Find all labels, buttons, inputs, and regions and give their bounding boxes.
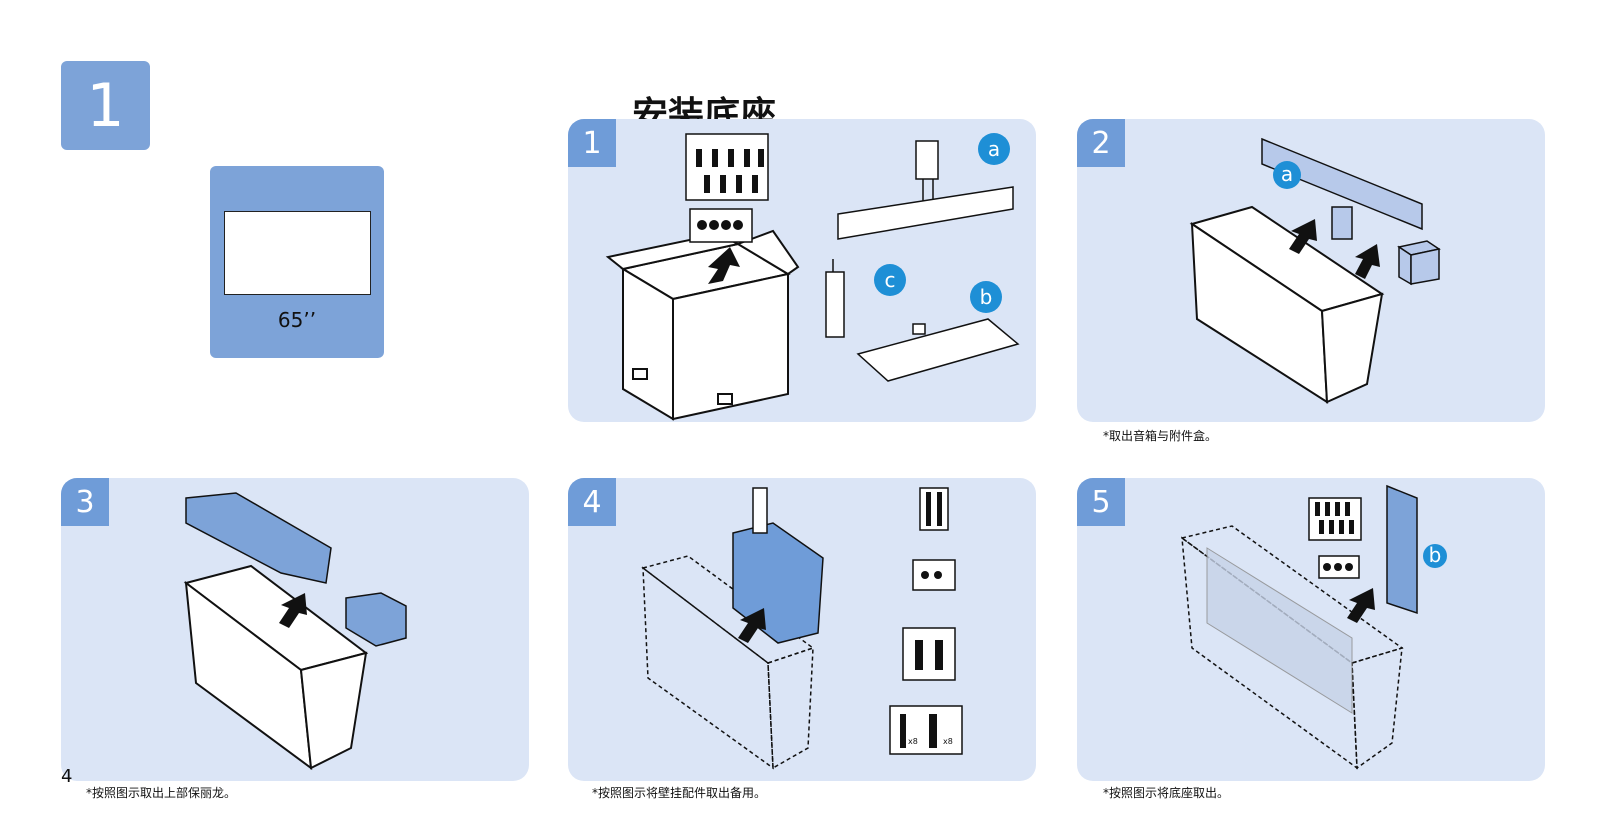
step-panel-4: 4 x8 x8 [568,478,1036,781]
part-label-a [978,133,1010,165]
step-panel-5: 5 b [1077,478,1545,781]
tv-box-icon [1189,205,1385,404]
step-panel-1: 1 a [568,119,1036,422]
tv-box-icon [183,564,369,771]
step-2-caption: *取出音箱与附件盒。 [1103,429,1218,443]
part-label-b-text: b [980,285,993,309]
packing-box-icon [605,229,800,421]
arrow-up-icon [738,608,766,643]
screws-icon [696,149,764,230]
soundbar-icon [837,140,1014,240]
step-badge-4: 4 [568,478,616,526]
foam-top-icon [185,492,332,584]
screw-count-right: x8 [943,737,953,746]
step-badge-3: 3 [61,478,109,526]
part-label-b [1423,544,1447,568]
part-label-a-text: a [988,137,1000,161]
tv-screen-icon [224,211,371,295]
arrow-up-icon [1347,588,1375,623]
step-4-caption: *按照图示将壁挂配件取出备用。 [592,786,767,800]
soundbar-icon [1261,137,1423,240]
arrow-up-icon-2 [1355,244,1380,279]
arrow-up-icon [708,247,740,284]
open-box-outline-icon [641,555,815,770]
step-4-illustration: x8 x8 [641,487,963,770]
step-badge-2: 2 [1077,119,1125,167]
step-5-caption: *按照图示将底座取出。 [1103,786,1230,800]
part-label-b-text: b [1429,543,1442,567]
step-badge-1: 1 [568,119,616,167]
part-label-c [874,264,906,296]
arrow-up-icon [279,593,307,628]
arrow-up-icon [1289,219,1317,254]
part-label-b [970,281,1002,313]
wall-mount-foam-icon [732,522,824,644]
part-label-a-text: a [1281,162,1293,186]
screws-icon [1315,502,1354,571]
screw-count-left: x8 [908,737,918,746]
tv-size-card: 65’’ [210,166,384,358]
page-number: 4 [61,766,73,787]
stand-neck-icon [825,259,845,338]
foam-side-icon [345,592,407,647]
part-label-c-text: c [885,268,896,292]
step-3-illustration [183,492,407,771]
stand-base-icon [856,318,1020,382]
tv-size-label: 65’’ [277,308,317,332]
part-label-a [1273,161,1301,189]
step-3-caption: *按照图示取出上部保丽龙。 [86,786,237,800]
stand-base-icon [1386,484,1418,615]
section-number-badge: 1 [61,61,150,150]
step-1-illustration: a c b [605,133,1020,421]
accessory-box-icon [1397,240,1441,286]
section-number: 1 [86,70,125,141]
step-badge-5: 5 [1077,478,1125,526]
screws-icon [900,492,943,748]
panel-glass-icon [1206,547,1353,714]
step-2-illustration: a [1189,137,1441,404]
step-5-illustration: b [1180,484,1447,770]
wall-bracket-icon [752,487,768,534]
step-panel-2: 2 a [1077,119,1545,422]
step-panel-3: 3 [61,478,529,781]
